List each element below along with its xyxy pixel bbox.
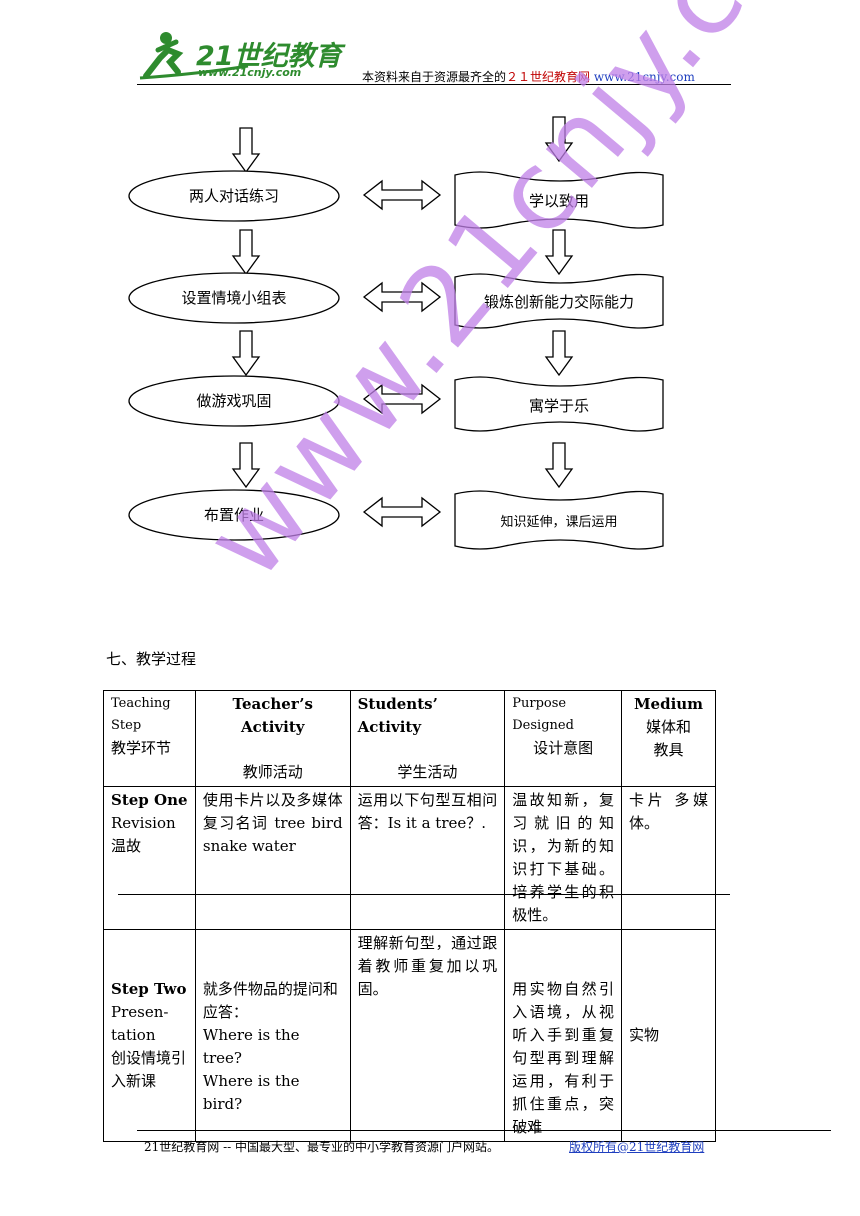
down-arrow-icon	[545, 229, 573, 275]
row2-medium-cell: 实物	[621, 929, 716, 1142]
header-teacher-en: Teacher’s Activity	[232, 695, 313, 736]
flow-node-ellipse	[128, 489, 340, 541]
row1-students: 运用以下句型互相问答：Is it a tree？.	[349, 786, 506, 930]
flow-left-1: 两人对话练习	[188, 187, 279, 205]
header-source-site: ２１世纪教育网	[506, 70, 591, 84]
flow-node-wave	[454, 171, 664, 229]
row2-teacher-q2: Where is the bird?	[202, 1072, 300, 1113]
section-title: 七、教学过程	[106, 650, 197, 668]
flow-diagram	[128, 116, 664, 550]
down-arrow-icon	[232, 127, 260, 173]
down-arrow-icon	[232, 330, 260, 376]
double-arrow-icon	[363, 282, 441, 312]
header-students: Students’ Activity 学生活动	[349, 690, 506, 787]
flow-node-wave	[454, 273, 664, 329]
row2-purpose: 用实物自然引入语境，从视听入手到重复句型再到理解运用，有利于抓住重点，突破难	[512, 980, 615, 1136]
header-medium-zh1: 媒体和	[646, 718, 692, 736]
row1-purpose: 温故知新，复习就旧的知识，为新的知识打下基础。培养学生的积极性。	[504, 786, 623, 930]
header-medium-en: Medium	[633, 695, 704, 713]
runner-logo-icon	[139, 32, 249, 80]
footer-copyright-link[interactable]: 版权所有@21世纪教育网	[569, 1140, 705, 1154]
row1-medium: 卡片 多媒体。	[621, 786, 716, 930]
row2-step-title: Step Two	[111, 980, 187, 998]
header-purpose-zh: 设计意图	[533, 739, 594, 757]
flow-right-4: 知识延伸，课后运用	[500, 515, 618, 530]
header-source-url: www.21cnjy.com	[593, 70, 695, 84]
row2-step-zh: 创设情境引入新课	[111, 1049, 187, 1090]
flow-left-4: 布置作业	[203, 506, 264, 524]
header-medium: Medium 媒体和 教具	[621, 690, 716, 787]
row2-teacher-q1: Where is the tree?	[202, 1026, 300, 1067]
flow-node-wave	[454, 490, 664, 550]
double-arrow-icon	[363, 497, 441, 527]
flow-left-2: 设置情境小组表	[181, 289, 287, 307]
flow-right-3: 寓学于乐	[528, 397, 589, 415]
header-source: 本资料来自于资源最齐全的２１世纪教育网 www.21cnjy.com	[362, 68, 695, 85]
row2-step-en1: Presen-	[111, 1003, 169, 1021]
header-source-prefix: 本资料来自于资源最齐全的	[362, 70, 507, 84]
flow-left-3: 做游戏巩固	[196, 392, 272, 410]
row1-step-title: Step One	[111, 791, 188, 809]
header-step-en1: Teaching	[111, 696, 171, 711]
row1-step-zh: 温故	[111, 837, 142, 855]
table-row: Step Two Presen- tation 创设情境引入新课 就多件物品的提…	[103, 929, 716, 1142]
footer-rule	[137, 1130, 831, 1131]
header-rule	[137, 84, 731, 85]
header-step: Teaching Step 教学环节	[103, 690, 196, 787]
row2-purpose-cell: 用实物自然引入语境，从视听入手到重复句型再到理解运用，有利于抓住重点，突破难	[504, 929, 623, 1142]
header-logo: 21世纪教育 www.21cnjy.com	[138, 28, 342, 84]
flow-node-ellipse	[128, 375, 340, 427]
flow-node-wave	[454, 376, 664, 432]
logo-text: 21世纪教育	[196, 41, 342, 72]
header-step-en2: Step	[111, 718, 142, 733]
table-header-row: Teaching Step 教学环节 Teacher’s Activity 教师…	[103, 690, 716, 787]
footer-text: 21世纪教育网 -- 中国最大型、最专业的中小学教育资源门户网站。	[144, 1140, 500, 1154]
header-teacher-zh: 教师活动	[242, 763, 303, 781]
flow-right-1: 学以致用	[528, 192, 589, 210]
double-arrow-icon	[363, 384, 441, 414]
table-divider-line	[118, 894, 730, 895]
row2-step: Step Two Presen- tation 创设情境引入新课	[103, 929, 196, 1142]
row2-students: 理解新句型，通过跟着教师重复加以巩固。	[349, 929, 506, 1142]
down-arrow-icon	[232, 442, 260, 488]
row2-teacher: 就多件物品的提问和应答： Where is the tree? Where is…	[194, 929, 351, 1142]
down-arrow-icon	[232, 229, 260, 275]
down-arrow-icon	[545, 116, 573, 162]
header-step-zh: 教学环节	[111, 739, 172, 757]
teaching-process-table: Teaching Step 教学环节 Teacher’s Activity 教师…	[103, 690, 716, 1142]
row2-medium: 实物	[629, 1026, 660, 1044]
row2-step-en2: tation	[111, 1026, 156, 1044]
double-arrow-icon	[363, 180, 441, 210]
flow-right-2: 锻炼创新能力交际能力	[483, 293, 634, 311]
header-medium-zh2: 教具	[653, 741, 684, 759]
row1-teacher: 使用卡片以及多媒体复习名词 tree bird snake water	[194, 786, 351, 930]
header-students-en: Students’ Activity	[357, 695, 438, 736]
flow-node-ellipse	[128, 272, 340, 324]
row1-step: Step One Revision 温故	[103, 786, 196, 930]
flow-node-ellipse	[128, 170, 340, 222]
row1-step-en: Revision	[111, 814, 176, 832]
row2-teacher-zh: 就多件物品的提问和应答：	[202, 980, 338, 1021]
table-row: Step One Revision 温故 使用卡片以及多媒体复习名词 tree …	[103, 786, 716, 930]
down-arrow-icon	[545, 330, 573, 376]
header-purpose-en2: Designed	[512, 718, 574, 733]
header-teacher: Teacher’s Activity 教师活动	[194, 690, 351, 787]
header-students-zh: 学生活动	[397, 763, 458, 781]
down-arrow-icon	[545, 442, 573, 488]
logo-url: www.21cnjy.com	[198, 66, 302, 79]
header-purpose-en1: Purpose	[512, 696, 567, 711]
header-purpose: Purpose Designed 设计意图	[504, 690, 623, 787]
